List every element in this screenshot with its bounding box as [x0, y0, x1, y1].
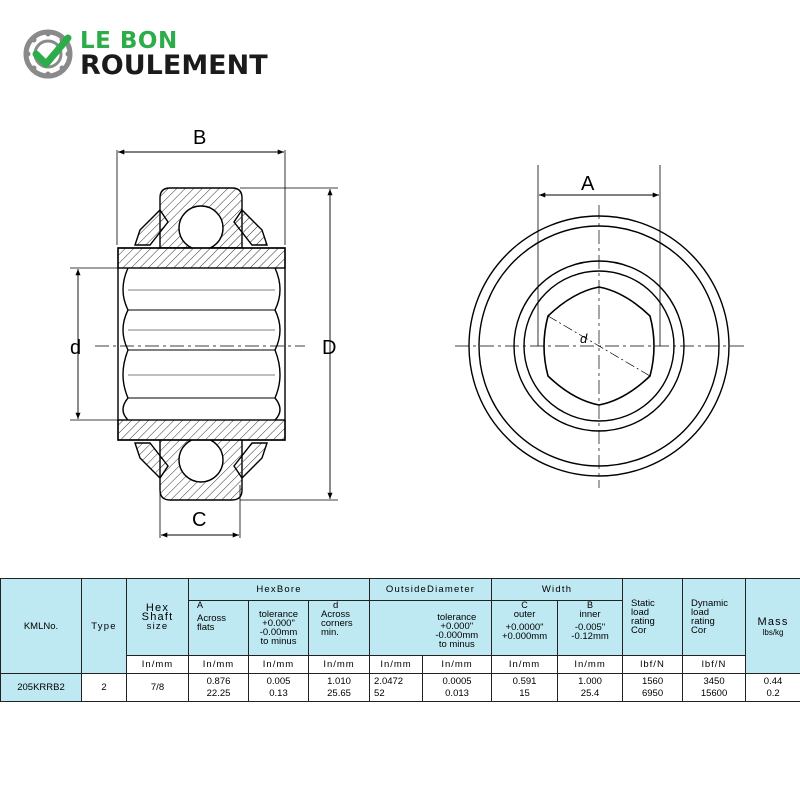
header-outside-diameter: OutsideDiameter	[369, 578, 493, 601]
logo-line-2: ROULEMENT	[80, 50, 268, 81]
spec-table: KMLNo. Type Hex Shaft size HexBore Outsi…	[0, 578, 800, 702]
logo-line-1: LE BON	[80, 28, 178, 54]
logo: LE BON ROULEMENT	[22, 26, 302, 86]
unit-tol-d: In/mm	[422, 655, 493, 674]
unit-hex: In/mm	[126, 655, 189, 674]
sub-D	[369, 600, 423, 656]
sub-A: A Across flats	[188, 600, 249, 656]
label-bore-d: d	[580, 331, 588, 346]
label-C: C	[192, 509, 206, 531]
unit-tol-a: In/mm	[248, 655, 309, 674]
section-view	[70, 149, 338, 538]
label-D: D	[322, 337, 336, 359]
unit-d: In/mm	[307, 655, 371, 674]
unit-static: lbf/N	[622, 655, 684, 674]
header-kml: KMLNo.	[0, 578, 82, 674]
header-type: Type	[81, 578, 127, 674]
front-view	[455, 165, 745, 488]
label-d: d	[70, 337, 81, 359]
cell-type: 2	[81, 673, 127, 702]
unit-a: In/mm	[188, 655, 249, 674]
header-width: Width	[491, 578, 624, 601]
header-hex-bore: HexBore	[187, 578, 371, 601]
unit-B: In/mm	[557, 655, 624, 674]
label-A: A	[581, 173, 595, 195]
cell-kml: 205KRRB2	[0, 673, 82, 702]
unit-dynamic: lbf/N	[682, 655, 747, 674]
cell-hex: 7/8	[126, 673, 189, 702]
bearing-drawing: B C d D A d	[70, 127, 745, 538]
label-B: B	[193, 127, 206, 149]
header-mass: Mass lbs/kg	[745, 578, 800, 674]
header-hex-shaft: Hex Shaft size	[126, 578, 189, 656]
unit-C: In/mm	[491, 655, 559, 674]
unit-D: In/mm	[369, 655, 424, 674]
bearing-check-icon	[23, 29, 73, 79]
